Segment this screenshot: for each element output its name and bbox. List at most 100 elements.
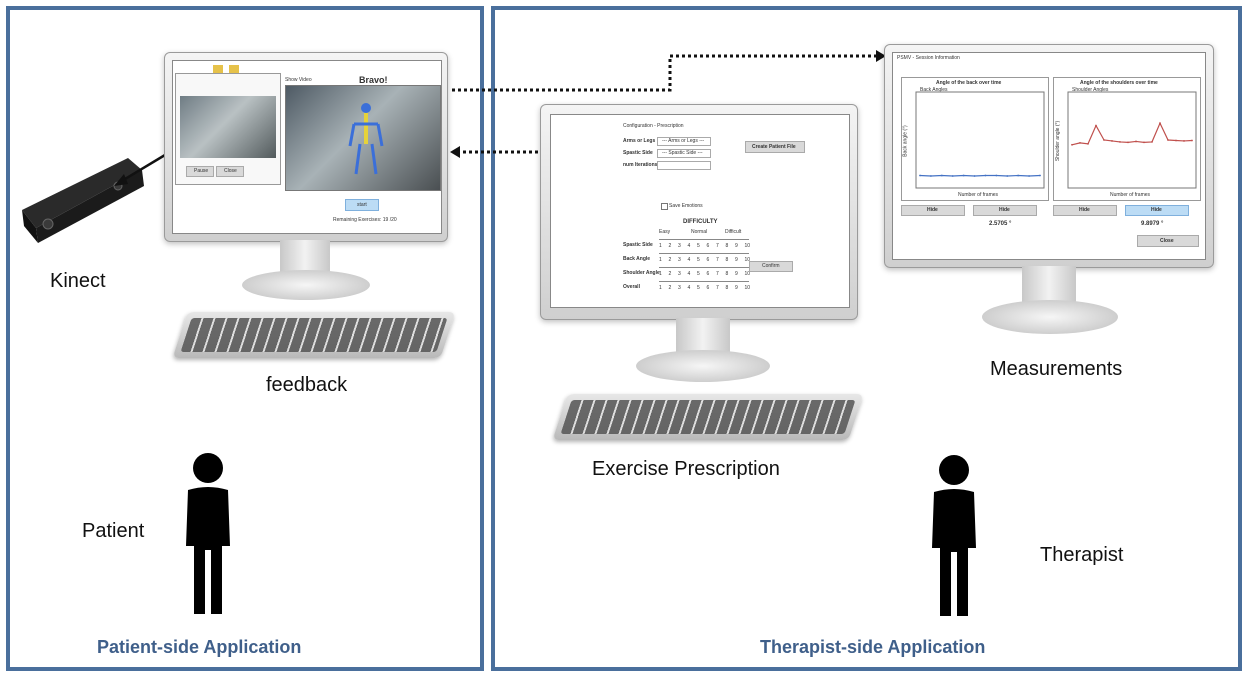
difficulty-scale-tick: 10	[744, 285, 751, 291]
data-point	[1143, 141, 1145, 144]
close-button[interactable]: Close	[216, 166, 244, 177]
difficulty-scale-tick: 4	[687, 285, 691, 291]
start-button[interactable]: start	[345, 199, 379, 211]
back-chart-ylabel: Back angle (°)	[902, 125, 909, 157]
difficulty-scale-tick: 4	[687, 271, 691, 277]
back-chart-title: Angle of the back over time	[936, 80, 1002, 86]
data-point	[984, 174, 987, 177]
data-point	[1151, 141, 1153, 143]
data-point	[1135, 140, 1137, 143]
data-point	[1127, 141, 1129, 144]
data-point	[1183, 140, 1185, 142]
plot-area	[1067, 91, 1197, 189]
hide-label: Hide	[1151, 207, 1162, 213]
data-point	[951, 175, 954, 177]
series-line	[1071, 121, 1193, 146]
difficulty-scale-tick: 7	[716, 285, 719, 291]
spastic-side-value: --- Spastic Side ---	[662, 150, 703, 156]
pause-button[interactable]: Pause	[186, 166, 214, 177]
hide-button-2[interactable]: Hide	[973, 205, 1037, 216]
patient-preview-window: Pause Close	[175, 73, 281, 185]
difficulty-scale-tick: 2	[668, 271, 672, 277]
prescription-arrow	[450, 146, 544, 158]
shoulder-chart-title: Angle of the shoulders over time	[1080, 80, 1158, 86]
difficulty-scale-tick: 7	[716, 243, 719, 249]
difficulty-slider[interactable]	[659, 281, 749, 282]
back-chart-xlabel: Number of frames	[958, 192, 999, 198]
difficulty-row-label: Back Angle	[623, 256, 651, 262]
difficulty-scale-tick: 6	[706, 243, 710, 249]
difficulty-scale-tick: 1	[659, 243, 662, 249]
close-button-label: Close	[224, 168, 237, 174]
difficulty-slider[interactable]	[659, 267, 749, 268]
data-point	[1039, 174, 1041, 177]
data-point	[1006, 175, 1009, 177]
difficulty-scale-tick: 3	[678, 285, 681, 291]
patient-screen: Pause Close Show Video Bravo! start Rema…	[172, 60, 442, 234]
data-point	[1087, 142, 1089, 145]
num-iterations-input[interactable]	[657, 161, 711, 170]
measurements-monitor-base	[982, 300, 1118, 334]
difficulty-scale-tick: 3	[678, 257, 681, 263]
therapist-keyboard	[552, 394, 864, 440]
patient-side-title: Patient-side Application	[97, 637, 302, 657]
confirm-button-label: Confirm	[762, 263, 780, 269]
spastic-side-label: Spastic Side	[623, 150, 653, 156]
normal-label: Normal	[691, 229, 708, 235]
arms-or-legs-select[interactable]: --- Arms or Legs ---	[657, 137, 711, 146]
difficulty-row-label: Overall	[623, 284, 640, 290]
shoulder-angle-chart	[1067, 91, 1197, 189]
difficulty-scale-tick: 1	[659, 271, 662, 277]
measurements-window-title: PSMV - Session Information	[897, 55, 960, 61]
hide-label: Hide	[927, 207, 938, 213]
difficulty-heading: DIFFICULTY	[683, 219, 718, 225]
arms-or-legs-label: Arms or Legs	[623, 138, 656, 144]
data-point	[1095, 124, 1097, 127]
difficulty-row-label: Shoulder Angle	[623, 270, 660, 276]
back-chart-legend: Back Angles	[920, 87, 948, 93]
patient-monitor-base	[242, 270, 370, 300]
folder-icon	[229, 65, 239, 73]
close-measurements-button[interactable]: Close	[1137, 235, 1199, 247]
kinect-sensor-icon	[22, 158, 144, 243]
data-point	[1159, 122, 1161, 125]
difficulty-scale-tick: 3	[678, 271, 681, 277]
difficulty-scale-tick: 6	[706, 285, 710, 291]
difficulty-scale-tick: 1	[659, 257, 662, 263]
data-point	[1079, 141, 1081, 144]
shoulder-angle-value: 9.8979 °	[1141, 221, 1164, 227]
difficulty-slider[interactable]	[659, 239, 749, 240]
prescription-monitor-base	[636, 350, 770, 382]
show-video-checkbox[interactable]: Show Video	[285, 77, 312, 83]
difficulty-scale-tick: 10	[744, 243, 751, 249]
hide-button-1[interactable]: Hide	[901, 205, 965, 216]
therapist-label: Therapist	[1040, 544, 1124, 566]
difficulty-scale-tick: 8	[725, 243, 729, 249]
difficulty-slider[interactable]	[659, 253, 749, 254]
difficulty-scale-tick: 5	[697, 285, 700, 291]
data-point	[995, 174, 998, 177]
confirm-button[interactable]: Confirm	[749, 261, 793, 272]
create-patient-file-button[interactable]: Create Patient File	[745, 141, 805, 153]
data-point	[919, 174, 921, 177]
prescription-window-title: Configuration - Prescription	[623, 123, 684, 129]
patient-preview-video	[180, 96, 276, 158]
data-point	[973, 175, 976, 177]
feedback-label: feedback	[266, 374, 348, 396]
difficulty-scale-tick: 2	[668, 243, 672, 249]
measurements-screen: PSMV - Session Information Angle of the …	[892, 52, 1206, 260]
difficulty-scale-tick: 8	[725, 271, 729, 277]
patient-keyboard	[172, 312, 456, 358]
hide-button-4[interactable]: Hide	[1125, 205, 1189, 216]
plot-area	[915, 91, 1045, 189]
difficulty-scale-tick: 2	[668, 285, 672, 291]
close-measurements-label: Close	[1160, 238, 1174, 244]
hide-button-3[interactable]: Hide	[1053, 205, 1117, 216]
hide-label: Hide	[1079, 207, 1090, 213]
save-emotions-checkbox[interactable]	[661, 203, 668, 210]
spastic-side-select[interactable]: --- Spastic Side ---	[657, 149, 711, 158]
difficulty-scale-tick: 6	[706, 271, 710, 277]
create-patient-file-label: Create Patient File	[752, 144, 796, 150]
difficulty-scale-tick: 7	[716, 271, 719, 277]
difficulty-scale-tick: 9	[735, 285, 738, 291]
